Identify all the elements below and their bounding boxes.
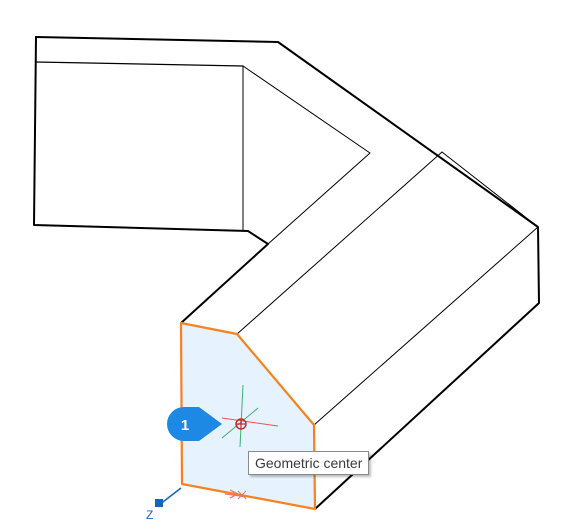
snap-tooltip: Geometric center [248, 451, 370, 475]
callout-number: 1 [181, 417, 189, 434]
crosshair-red-axis [221, 417, 279, 427]
model-edge-ridge-top [441, 151, 539, 228]
model-silhouette-left [33, 36, 269, 324]
ucs-x-arrow-icon [229, 489, 240, 499]
ucs-x-mark-icon [237, 490, 247, 500]
ucs-origin [155, 499, 163, 507]
geometric-center-snap-icon [235, 418, 247, 430]
model-edge-inner-notch [242, 65, 371, 245]
model-edge-ridge-lower [313, 226, 539, 426]
cursor-crosshair-icon [221, 384, 279, 448]
callout-shape [167, 407, 222, 441]
callout-marker: 1 [167, 407, 222, 441]
ucs-z-label: Z [146, 508, 153, 522]
ucs-icon: Z [146, 487, 247, 522]
crosshair-green-axis [239, 384, 244, 448]
model-edge-ridge-upper [236, 151, 443, 335]
solid-model[interactable] [33, 36, 540, 510]
model-edge-left-top [35, 61, 244, 67]
crosshair-green-diagonal [221, 407, 259, 439]
